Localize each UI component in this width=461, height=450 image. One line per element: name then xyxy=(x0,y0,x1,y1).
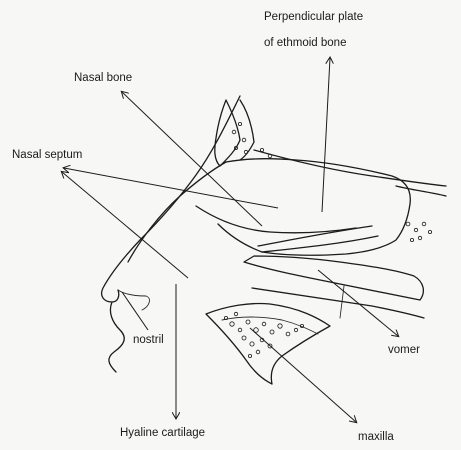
label-perpendicular-plate-line2: of ethmoid bone xyxy=(264,36,346,50)
skull-top-line xyxy=(254,150,446,186)
ethmoid-plate-outline xyxy=(218,159,410,256)
leader-perpendicular-plate xyxy=(322,58,330,212)
nostril-outline xyxy=(109,302,124,372)
label-vomer: vomer xyxy=(388,343,420,357)
maxilla-texture xyxy=(224,312,303,357)
cribriform-line xyxy=(396,186,446,196)
label-nasal-septum: Nasal septum xyxy=(12,148,82,162)
leader-nasal-septum-a xyxy=(64,168,278,208)
label-hyaline-cartilage: Hyaline cartilage xyxy=(120,426,205,440)
vomer-shape xyxy=(244,256,423,300)
septum-ridge xyxy=(258,226,372,246)
bone-texture xyxy=(232,122,431,241)
vomer-lower xyxy=(252,288,424,318)
nose-profile xyxy=(102,96,240,302)
septum-ridge-2 xyxy=(262,236,378,252)
leader-nostril xyxy=(122,292,148,330)
label-nasal-bone: Nasal bone xyxy=(74,71,132,85)
nasal-bone-shape xyxy=(215,100,240,166)
septum-inner-line xyxy=(196,206,356,233)
label-perpendicular-plate-line1: Perpendicular plate xyxy=(264,10,363,24)
label-maxilla: maxilla xyxy=(358,430,394,444)
label-nostril: nostril xyxy=(133,333,164,347)
